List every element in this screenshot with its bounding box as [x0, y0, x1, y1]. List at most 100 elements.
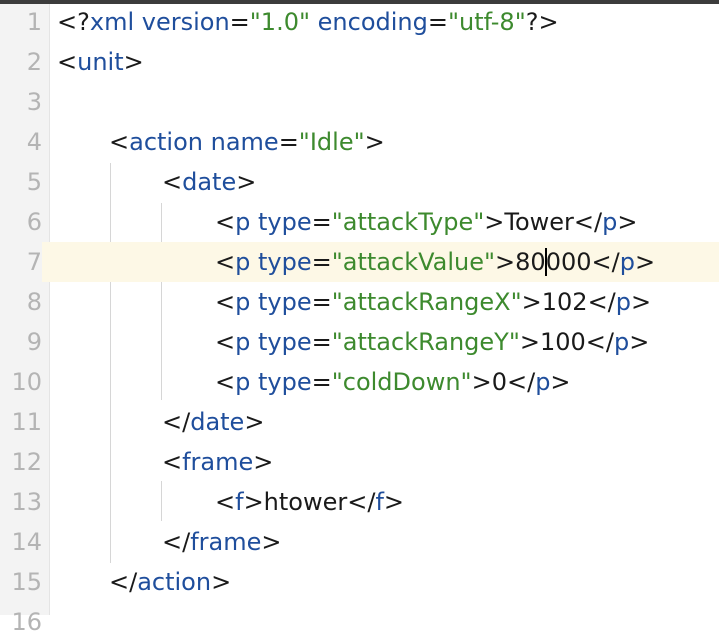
line-number: 3	[26, 88, 42, 116]
attribute-value: "attackValue"	[331, 248, 496, 276]
tag-name: p	[235, 368, 251, 396]
indent-guide	[161, 481, 162, 521]
line-content[interactable]: <p type="coldDown">0</p>	[215, 362, 571, 402]
tag-name: p	[613, 328, 630, 356]
line-number: 5	[26, 168, 42, 196]
tag-bracket: <	[215, 368, 236, 396]
equals-sign: =	[278, 128, 299, 156]
tag-name: action	[129, 128, 203, 156]
line-content[interactable]: <p type="attackValue">80000</p>	[215, 242, 655, 282]
equals-sign: =	[311, 328, 332, 356]
indent-guide	[161, 203, 162, 400]
line-content[interactable]: <frame>	[162, 442, 273, 482]
line-number: 16	[11, 608, 42, 636]
code-line[interactable]: 5 <date>	[0, 162, 719, 202]
tag-bracket: <	[215, 288, 236, 316]
attribute-value: "coldDown"	[331, 368, 472, 396]
attribute-name: name	[210, 128, 279, 156]
tag-name: frame	[182, 448, 254, 476]
line-content[interactable]: </date>	[162, 402, 264, 442]
code-line[interactable]: 9 <p type="attackRangeY">100</p>	[0, 322, 719, 362]
code-line[interactable]: 3	[0, 82, 719, 122]
code-line[interactable]: 6 <p type="attackType">Tower</p>	[0, 202, 719, 242]
code-line[interactable]: 11 </date>	[0, 402, 719, 442]
tag-bracket: >	[471, 368, 492, 396]
attribute-value: "Idle"	[298, 128, 365, 156]
tag-bracket: <	[215, 248, 236, 276]
line-number: 1	[26, 8, 42, 36]
tag-name: p	[602, 208, 618, 236]
line-number: 9	[26, 328, 42, 356]
code-line[interactable]: 15 </action>	[0, 562, 719, 602]
attribute-value: "utf-8"	[447, 8, 526, 36]
equals-sign: =	[311, 368, 332, 396]
line-content[interactable]: <date>	[162, 162, 256, 202]
tag-bracket: </	[585, 328, 614, 356]
line-content[interactable]: <f>htower</f>	[215, 482, 404, 522]
line-content[interactable]: </frame>	[162, 522, 281, 562]
line-number: 6	[26, 208, 42, 236]
code-line[interactable]: 16	[0, 602, 719, 642]
code-line[interactable]: 10 <p type="coldDown">0</p>	[0, 362, 719, 402]
tag-bracket: </	[591, 248, 620, 276]
attribute-value: "attackRangeY"	[331, 328, 520, 356]
line-number: 15	[11, 568, 42, 596]
tag-name: date	[190, 408, 245, 436]
tag-bracket: >	[550, 368, 571, 396]
code-line[interactable]: 8 <p type="attackRangeX">102</p>	[0, 282, 719, 322]
code-line[interactable]: 1 <?xml version="1.0" encoding="utf-8"?>	[0, 2, 719, 42]
line-content[interactable]: <p type="attackRangeX">102</p>	[215, 282, 651, 322]
tag-bracket: <	[162, 168, 183, 196]
xml-decl-name: xml	[89, 8, 135, 36]
tag-bracket: <	[109, 128, 130, 156]
tag-name: p	[235, 208, 251, 236]
attribute-name: type	[257, 328, 312, 356]
attribute-name: type	[257, 248, 312, 276]
attribute-name: type	[257, 288, 312, 316]
attribute-name: encoding	[317, 8, 428, 36]
tag-bracket: >	[519, 328, 540, 356]
tag-bracket: >	[244, 408, 265, 436]
tag-bracket: >	[236, 168, 257, 196]
tag-name: f	[375, 488, 384, 516]
equals-sign: =	[311, 208, 332, 236]
element-text: 100	[539, 328, 586, 356]
tag-bracket: >	[123, 48, 144, 76]
code-line[interactable]: 2 <unit>	[0, 42, 719, 82]
code-line[interactable]: 14 </frame>	[0, 522, 719, 562]
line-content[interactable]: <?xml version="1.0" encoding="utf-8"?>	[57, 2, 559, 42]
line-content[interactable]: <action name="Idle">	[109, 122, 385, 162]
line-number: 2	[26, 48, 42, 76]
tag-bracket: </	[162, 528, 191, 556]
tag-bracket: >	[629, 328, 650, 356]
tag-bracket: </	[109, 568, 138, 596]
indent-guide	[110, 163, 111, 563]
code-line[interactable]: 4 <action name="Idle">	[0, 122, 719, 162]
tag-name: unit	[77, 48, 124, 76]
tag-bracket: <	[215, 328, 236, 356]
tag-bracket: </	[573, 208, 603, 236]
line-content[interactable]: </action>	[109, 562, 231, 602]
attribute-value: "1.0"	[249, 8, 311, 36]
attribute-name: type	[257, 368, 312, 396]
line-number: 4	[26, 128, 42, 156]
gutter-separator	[49, 4, 50, 615]
code-line-current[interactable]: 7 <p type="attackValue">80000</p>	[0, 242, 719, 282]
tag-name: f	[235, 488, 244, 516]
tag-bracket: >	[243, 488, 264, 516]
xml-decl-close: ?>	[525, 8, 559, 36]
element-text: 102	[541, 288, 588, 316]
tag-name: p	[235, 328, 251, 356]
line-number: 8	[26, 288, 42, 316]
element-text: 000	[545, 248, 592, 276]
line-content[interactable]: <p type="attackType">Tower</p>	[215, 202, 637, 242]
code-line[interactable]: 12 <frame>	[0, 442, 719, 482]
line-content[interactable]: <p type="attackRangeY">100</p>	[215, 322, 649, 362]
tag-name: p	[615, 288, 631, 316]
line-number: 10	[11, 368, 42, 396]
code-line[interactable]: 13 <f>htower</f>	[0, 482, 719, 522]
tag-bracket: >	[617, 208, 638, 236]
line-content[interactable]: <unit>	[57, 42, 144, 82]
attribute-name: type	[257, 208, 312, 236]
